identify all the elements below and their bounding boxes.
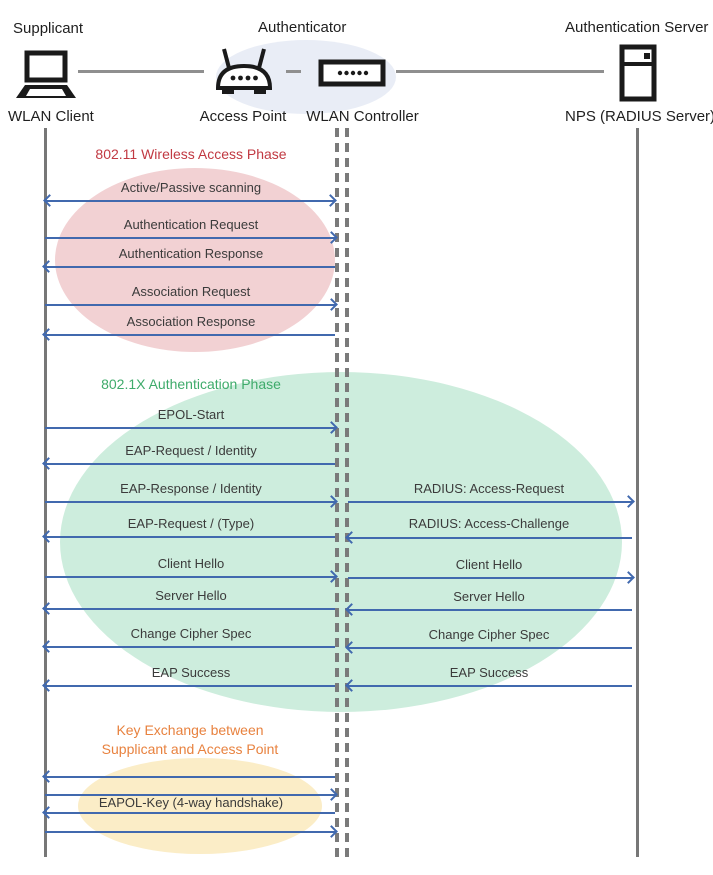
message-arrow-right [348,571,635,584]
phase2-ellipse [60,372,622,712]
message-arrow-right [45,825,338,838]
message-arrow-right [45,421,338,434]
message-arrow-both [43,194,337,207]
message-arrow-left [345,679,632,692]
message-arrow-left [42,640,335,653]
message-arrow-right [45,298,338,311]
message-arrow-left [42,457,335,470]
label-nps-radius-server: NPS (RADIUS Server) [565,108,713,125]
laptop-icon [14,50,78,107]
phase3-title-line1: Key Exchange between [116,722,264,738]
message-arrow-right [45,570,338,583]
message-label: EAP-Response / Identity [120,481,262,496]
role-authentication-server: Authentication Server [565,19,709,36]
lifeline-access-point [335,128,339,857]
wlan-controller-icon [318,59,386,92]
message-arrow-left [42,260,335,273]
connector-line-left [78,70,204,73]
message-label: Client Hello [157,556,225,571]
message-arrow-left [345,641,632,654]
message-label: EAP Success [449,665,529,680]
label-wlan-client: WLAN Client [8,108,94,125]
phase2-title: 802.1X Authentication Phase [101,376,281,392]
phase3-ellipse [78,758,322,854]
message-label: Authentication Request [123,217,259,232]
phase1-ellipse [55,168,335,352]
message-label: EPOL-Start [157,407,225,422]
message-label: EAPOL-Key (4-way handshake) [98,795,284,810]
message-arrow-right [45,788,338,801]
phase3-title-line2: Supplicant and Access Point [101,741,279,757]
message-label: Association Response [126,314,256,329]
message-label: Association Request [131,284,251,299]
access-point-icon [214,46,274,103]
message-arrow-right [348,495,635,508]
message-label: Server Hello [155,588,227,603]
message-arrow-right [45,495,338,508]
message-label: Client Hello [455,557,523,572]
message-label: Server Hello [453,589,525,604]
message-label: EAP-Request / (Type) [127,516,255,531]
lifeline-radius-server [636,128,639,857]
message-label: Change Cipher Spec [130,626,252,641]
label-access-point: Access Point [199,108,287,125]
role-supplicant: Supplicant [13,20,84,37]
phase1-title: 802.11 Wireless Access Phase [95,146,287,162]
lifeline-wlan-client [44,128,47,857]
server-icon [619,44,657,107]
connector-line-right [396,70,604,73]
role-authenticator: Authenticator [258,19,347,36]
connector-dash-middle [286,70,301,73]
message-arrow-left [345,603,632,616]
message-arrow-left [42,806,335,819]
lifeline-wlan-controller [345,128,349,857]
message-label: RADIUS: Access-Request [413,481,565,496]
label-wlan-controller: WLAN Controller [306,108,419,125]
message-label: Change Cipher Spec [428,627,550,642]
message-arrow-left [42,530,335,543]
message-label: Active/Passive scanning [120,180,262,195]
message-label: Authentication Response [118,246,264,261]
message-label: RADIUS: Access-Challenge [408,516,570,531]
message-arrow-left [42,602,335,615]
message-arrow-right [45,231,338,244]
message-arrow-left [42,679,335,692]
message-arrow-left [345,531,632,544]
message-arrow-left [42,770,335,783]
message-label: EAP Success [151,665,231,680]
message-label: EAP-Request / Identity [125,443,257,458]
message-arrow-left [42,328,335,341]
